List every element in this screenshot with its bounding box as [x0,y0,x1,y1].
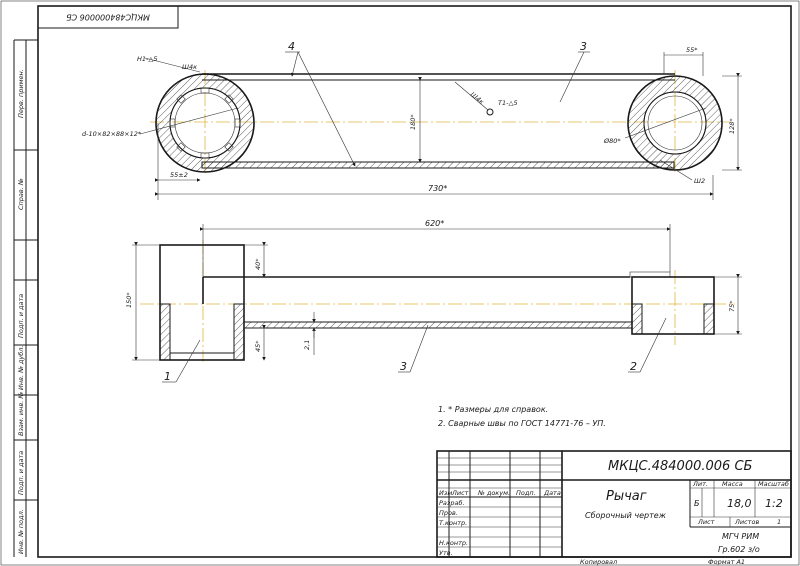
dim-2-1: 2,1 [303,340,311,350]
dim-75: 75* [728,300,736,312]
dim-730: 730* [428,184,447,193]
row-nkontr: Н.контр. [439,539,468,547]
left-margin-strip: Перв. примен. Справ. № Подп. и дата Инв.… [13,39,38,557]
part-name: Рычаг [606,489,647,504]
dim-55-top: 55* [686,46,698,54]
row-razrab: Разраб. [439,499,465,507]
weld-right-tag: Ш2 [694,177,705,185]
svg-text:МКЦС484000006 СБ: МКЦС484000006 СБ [66,13,150,22]
weld-center-small: Ш4к [469,90,486,106]
mass-label: Масса [722,480,743,488]
org-line-1: МГЧ РИМ [722,532,759,541]
dim-180: 180* [409,114,417,130]
left-hub-front [159,244,245,361]
side-label-vzam-inv: Взам. инв. № [17,392,25,436]
right-hub-bore [643,91,707,155]
note-1: 1. * Размеры для справок. [438,405,548,414]
dim-150: 150* [125,292,133,308]
pos-4-top: 4 [288,40,295,53]
dim-45: 45* [254,340,262,352]
side-label-inv-podl: Инв. № подл. [17,509,25,554]
note-2: 2. Сварные швы по ГОСТ 14771-76 – УП. [438,419,606,428]
bottom-plate-front [243,321,633,329]
scale-value: 1:2 [765,497,783,510]
sheets-label: Листов [734,518,759,526]
bottom-plate-section [201,161,675,169]
dim-55-2: 55±2 [170,171,188,179]
front-view: 620* 150* 40* 45* 75* 2,1 1 3 [125,219,742,383]
footer-format: Формат А1 [708,558,745,566]
corner-stamp: МКЦС484000006 СБ [37,5,179,29]
pos-3-front: 3 [400,360,407,373]
row-utv: Утв. [439,549,453,557]
mass-value: 18,0 [727,497,752,510]
footer-copied: Копировал [580,558,617,566]
scale-label: Масштаб [758,480,789,488]
doc-type: Сборочный чертеж [585,511,667,520]
dim-620: 620* [425,219,444,228]
pos-1-front: 1 [164,370,171,383]
org-line-2: Гр.602 з/о [718,545,760,554]
top-view: T1-△5 Ш4к H1-△5 Ш4к 4 3 d-10×82×88×12* 1… [82,40,742,200]
sheet-label: Лист [697,518,715,526]
weld-center-label: T1-△5 [498,99,518,107]
pos-2-front: 2 [630,360,637,373]
col-doc: № докум. [477,489,510,497]
sheets-value: 1 [777,518,781,526]
row-prov: Пров. [439,509,458,517]
sheet-frame [37,5,792,558]
technical-notes: 1. * Размеры для справок. 2. Сварные швы… [438,405,606,428]
title-block: Изм Лист № докум. Подп. Дата Разраб. Про… [436,450,792,558]
col-list: Лист [451,489,469,497]
side-label-inv-dubl: Инв. № дубл. [17,346,25,390]
designation: МКЦС.484000.006 СБ [608,459,753,474]
side-label-perv-primen: Перв. примен. [17,69,25,118]
right-hub-front [631,276,715,335]
row-tkontr: Т.контр. [439,519,467,527]
side-label-podp-data-1: Подп. и дата [17,294,25,338]
side-label-sprav: Справ. № [17,178,25,210]
dim-128: 128* [728,118,736,134]
dim-d80: Ø80* [603,137,621,145]
weld-left-label: H1-△5 [137,55,158,63]
lit-label: Лит. [692,480,708,488]
col-podp: Подп. [516,489,536,497]
side-label-podp-data-2: Подп. и дата [17,451,25,495]
weld-left-small: Ш4к [182,63,197,71]
pos-3-top: 3 [580,40,587,53]
lit-value: Б [694,499,700,508]
col-izm: Изм [439,489,452,497]
spline-label: d-10×82×88×12* [82,130,142,138]
dim-40: 40* [254,258,262,270]
col-data: Дата [543,489,561,497]
